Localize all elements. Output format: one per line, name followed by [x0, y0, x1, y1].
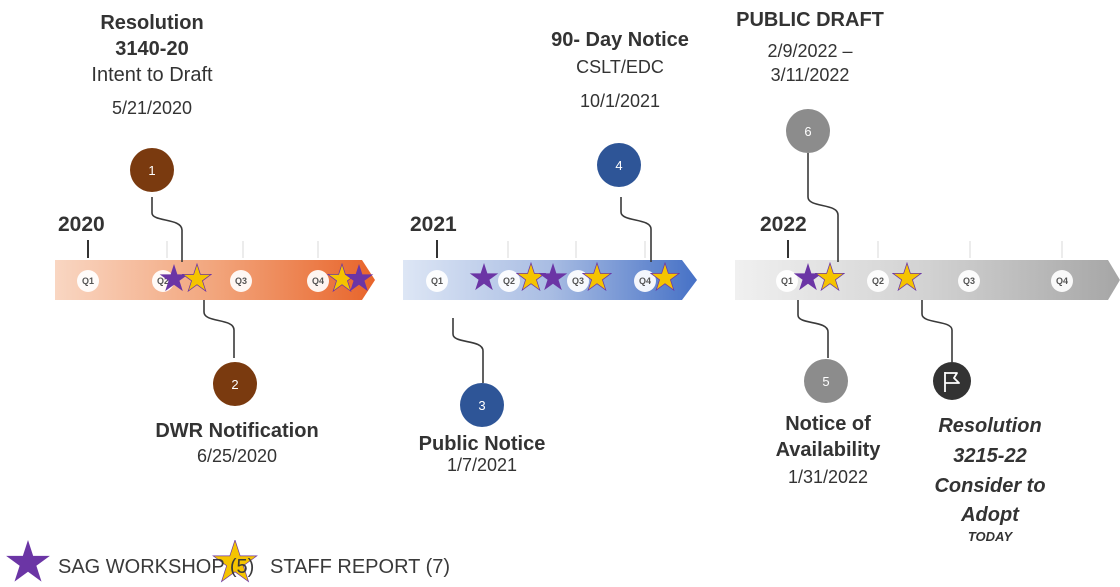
final-line5: TODAY — [967, 529, 1013, 544]
milestone-4-number: 4 — [615, 158, 622, 173]
legend-sag-star-icon — [6, 540, 50, 582]
milestone-5-label: Notice of Availability 1/31/2022 — [728, 411, 928, 489]
milestone-1-title-line1: Resolution — [100, 12, 204, 34]
year-label-2020: 2020 — [58, 213, 105, 236]
quarter-circle — [498, 270, 520, 292]
milestone-6-number: 6 — [804, 124, 811, 139]
milestone-2-marker — [213, 362, 257, 406]
quarter-markers — [77, 270, 1073, 292]
connector-6 — [807, 153, 839, 262]
milestone-1-date: 5/21/2020 — [111, 98, 193, 118]
quarter-circle — [1051, 270, 1073, 292]
connector-1 — [151, 197, 183, 262]
final-line4: Adopt — [961, 504, 1019, 526]
milestone-3-label: Public Notice 1/7/2021 — [382, 431, 582, 477]
milestone-5-title-line2: Availability — [775, 439, 881, 461]
quarter-ticks — [166, 241, 1063, 258]
final-line3: Consider to — [934, 475, 1046, 497]
quarter-label: Q3 — [572, 276, 584, 286]
quarter-circle — [426, 270, 448, 292]
milestone-6-marker — [786, 109, 830, 153]
milestone-2-title: DWR Notification — [155, 420, 319, 442]
milestone-2-date: 6/25/2020 — [196, 446, 278, 466]
quarter-label: Q1 — [82, 276, 94, 286]
milestone-5-title-line1: Notice of — [785, 413, 871, 435]
year-label-2021: 2021 — [410, 213, 457, 236]
year-markers — [87, 240, 789, 258]
quarter-circle — [634, 270, 656, 292]
final-marker — [933, 362, 971, 400]
milestone-3-date: 1/7/2021 — [446, 455, 518, 475]
milestone-3-marker — [460, 383, 504, 427]
flag-icon — [944, 372, 960, 392]
milestone-3-title: Public Notice — [418, 433, 546, 455]
quarter-circle — [776, 270, 798, 292]
quarter-label: Q4 — [312, 276, 324, 286]
final-milestone-label: Resolution 3215-22 Consider to Adopt TOD… — [890, 411, 1090, 545]
final-line1: Resolution — [938, 415, 1042, 437]
milestone-1-title-line2: 3140-20 — [115, 38, 189, 60]
quarter-label: Q2 — [503, 276, 515, 286]
timeline-arrow-2020 — [55, 260, 375, 300]
milestone-3-number: 3 — [478, 398, 485, 413]
milestone-5-date: 1/31/2022 — [787, 467, 869, 487]
milestone-2-number: 2 — [231, 377, 238, 392]
milestone-6-date-line1: 2/9/2022 – — [767, 41, 853, 61]
milestone-5-number: 5 — [822, 374, 829, 389]
quarter-label: Q2 — [872, 276, 884, 286]
connector-final — [921, 300, 953, 362]
quarter-label: Q1 — [431, 276, 443, 286]
final-line2: 3215-22 — [953, 445, 1027, 467]
quarter-circle — [77, 270, 99, 292]
quarter-label: Q2 — [157, 276, 169, 286]
milestone-4-marker — [597, 143, 641, 187]
quarter-circle — [958, 270, 980, 292]
connector-5 — [797, 300, 829, 358]
milestone-4-title: 90- Day Notice — [551, 29, 689, 51]
connector-2 — [203, 300, 235, 358]
quarter-circle — [867, 270, 889, 292]
milestone-5-marker — [804, 359, 848, 403]
quarter-circle — [567, 270, 589, 292]
quarter-circle — [230, 270, 252, 292]
milestone-1-marker — [130, 148, 174, 192]
milestone-6-label: PUBLIC DRAFT 2/9/2022 – 3/11/2022 — [720, 7, 900, 87]
quarter-label: Q3 — [235, 276, 247, 286]
connector-3 — [452, 318, 484, 383]
milestone-1-subtitle: Intent to Draft — [91, 64, 213, 86]
milestone-2-label: DWR Notification 6/25/2020 — [127, 418, 347, 468]
quarter-circle — [307, 270, 329, 292]
quarter-label: Q1 — [781, 276, 793, 286]
milestone-4-date: 10/1/2021 — [579, 91, 661, 111]
milestone-1-label: Resolution 3140-20 Intent to Draft 5/21/… — [52, 10, 252, 120]
milestone-1-number: 1 — [148, 163, 155, 178]
connector-4 — [620, 197, 652, 262]
milestone-6-date-line2: 3/11/2022 — [770, 65, 850, 85]
quarter-label: Q4 — [1056, 276, 1068, 286]
quarter-label: Q3 — [963, 276, 975, 286]
milestone-4-label: 90- Day Notice CSLT/EDC 10/1/2021 — [510, 27, 730, 113]
year-label-2022: 2022 — [760, 213, 807, 236]
milestone-4-subtitle: CSLT/EDC — [576, 57, 664, 77]
legend-sag-label: SAG WORKSHOP (5) — [58, 556, 255, 578]
milestone-6-title: PUBLIC DRAFT — [736, 9, 884, 31]
legend-staff-label: STAFF REPORT (7) — [270, 556, 451, 578]
connectors — [151, 153, 953, 383]
quarter-label: Q4 — [639, 276, 651, 286]
